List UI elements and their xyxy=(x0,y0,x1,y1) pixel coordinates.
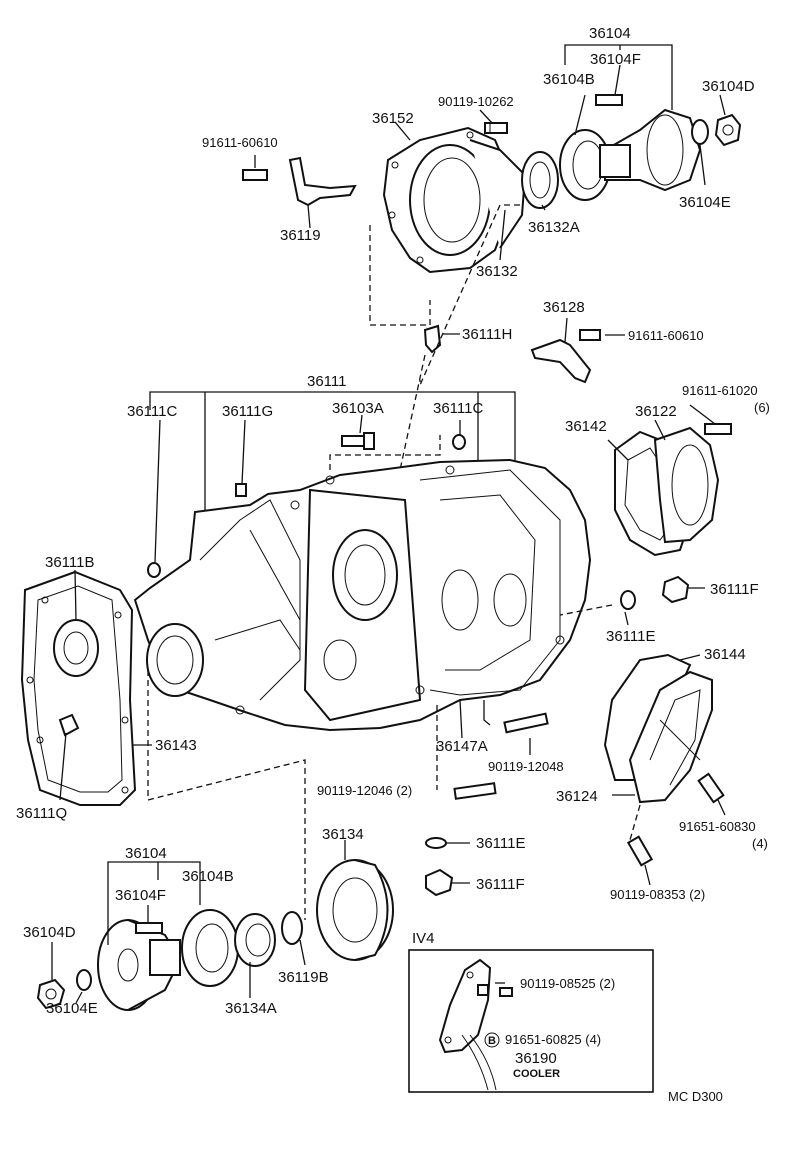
label-36111C-left: 36111C xyxy=(127,403,177,420)
plug-36111F-bottom xyxy=(425,868,454,897)
plug-36111C-left xyxy=(147,562,161,578)
label-36111: 36111 xyxy=(307,373,347,390)
oil-seal-36132A xyxy=(521,151,559,209)
bolt-36104F-bottom xyxy=(135,922,163,934)
label-36104F-top: 36104F xyxy=(590,51,641,68)
label-90119-10262: 90119-10262 xyxy=(438,94,514,109)
bolt-90119-12046 xyxy=(453,782,497,800)
bracket-36119 xyxy=(242,156,357,207)
label-36143: 36143 xyxy=(155,737,197,754)
flange-36104-bottom xyxy=(97,919,182,1011)
label-36119B: 36119B xyxy=(278,969,329,986)
label-36147A: 36147A xyxy=(436,738,488,755)
iv4-inset-box xyxy=(408,949,654,1093)
bolt-91651-60830 xyxy=(697,772,725,804)
label-36111B: 36111B xyxy=(45,554,95,571)
bolt-90119-08353 xyxy=(626,835,654,867)
breather-36111H xyxy=(423,324,442,354)
label-36111E-bottom: 36111E xyxy=(476,835,526,852)
snap-ring-36119B xyxy=(281,911,303,945)
label-36111H: 36111H xyxy=(462,326,512,343)
label-cooler: COOLER xyxy=(513,1068,560,1080)
washer-36104E-top xyxy=(691,119,709,145)
label-90119-12048: 90119-12048 xyxy=(488,759,564,774)
bolt-36103A xyxy=(341,432,375,450)
label-36104B-top: 36104B xyxy=(543,71,595,88)
label-36104-top: 36104 xyxy=(589,25,631,42)
label-36104-bottom: 36104 xyxy=(125,845,167,862)
label-36104F-bottom: 36104F xyxy=(115,887,166,904)
label-iv4: IV4 xyxy=(412,930,435,947)
gasket-36143 xyxy=(20,570,137,806)
label-36142: 36142 xyxy=(565,418,607,435)
label-36111G: 36111G xyxy=(222,403,273,420)
bolt-90119-12048 xyxy=(503,712,549,734)
label-36128: 36128 xyxy=(543,299,585,316)
label-36134: 36134 xyxy=(322,826,364,843)
washer-36111E-bottom xyxy=(425,837,447,849)
label-91611-61020-qty: (6) xyxy=(754,400,770,415)
cover-36124 xyxy=(628,670,713,804)
bearing-36134 xyxy=(316,840,394,961)
label-36111F-bottom: 36111F xyxy=(476,876,525,893)
label-90119-08353: 90119-08353 (2) xyxy=(610,887,705,902)
label-36104D-bottom: 36104D xyxy=(23,924,76,941)
part-labels: 36104 36104F 36104B 36104D 90119-10262 3… xyxy=(16,25,770,1104)
bearing-36104B-bottom xyxy=(181,909,239,987)
transfer-case-36111 xyxy=(133,458,592,732)
label-36122: 36122 xyxy=(635,403,677,420)
label-36134A: 36134A xyxy=(225,1000,277,1017)
label-36124: 36124 xyxy=(556,788,598,805)
label-36104B-bottom: 36104B xyxy=(182,868,234,885)
nut-36104D-top xyxy=(714,113,742,147)
label-diagram-code: MC D300 xyxy=(668,1089,723,1104)
label-90119-08525: 90119-08525 (2) xyxy=(520,976,615,991)
label-91651-60830-qty: (4) xyxy=(752,836,768,851)
label-36119: 36119 xyxy=(280,227,321,244)
plug-36111F-right xyxy=(661,575,690,604)
label-36152: 36152 xyxy=(372,110,414,127)
pin-36111G xyxy=(235,483,247,497)
label-36132A: 36132A xyxy=(528,219,580,236)
label-36103A: 36103A xyxy=(332,400,384,417)
washer-36104E-bottom xyxy=(76,969,92,991)
oil-seal-36134A xyxy=(234,913,276,967)
gasket-36111E-right xyxy=(620,590,636,610)
label-91611-60610-a: 91611-60610 xyxy=(202,135,278,150)
label-36190: 36190 xyxy=(515,1050,557,1067)
flange-36104-top xyxy=(599,108,702,192)
label-36144: 36144 xyxy=(704,646,746,663)
label-36104D-top: 36104D xyxy=(702,78,755,95)
label-36111F-right: 36111F xyxy=(710,581,759,598)
label-36104E-bottom: 36104E xyxy=(46,1000,98,1017)
label-36104E-top: 36104E xyxy=(679,194,731,211)
bracket-36128 xyxy=(530,329,601,384)
label-91611-60610-b: 91611-60610 xyxy=(628,328,704,343)
bolt-90119-10262 xyxy=(484,122,508,134)
label-91611-61020: 91611-61020 xyxy=(682,383,758,398)
label-91651-60830: 91651-60830 xyxy=(679,819,756,834)
oil-seal-36111B xyxy=(53,619,99,677)
nut-36104D-bottom xyxy=(36,978,66,1010)
label-36111C-right: 36111C xyxy=(433,400,483,417)
bolt-36104F-top xyxy=(595,94,623,106)
label-36132: 36132 xyxy=(476,263,518,280)
sensor-36111Q xyxy=(58,713,80,737)
plug-36111C-right xyxy=(452,434,466,450)
cover-36122 xyxy=(653,426,720,544)
label-36111E-right: 36111E xyxy=(606,628,656,645)
bolt-91611-61020 xyxy=(704,423,732,435)
rear-extension-housing xyxy=(382,126,527,274)
label-90119-12046: 90119-12046 (2) xyxy=(317,783,412,798)
label-91651-60825: 91651-60825 (4) xyxy=(505,1032,601,1047)
label-inset-b: B xyxy=(488,1035,496,1047)
label-36111Q: 36111Q xyxy=(16,805,67,822)
